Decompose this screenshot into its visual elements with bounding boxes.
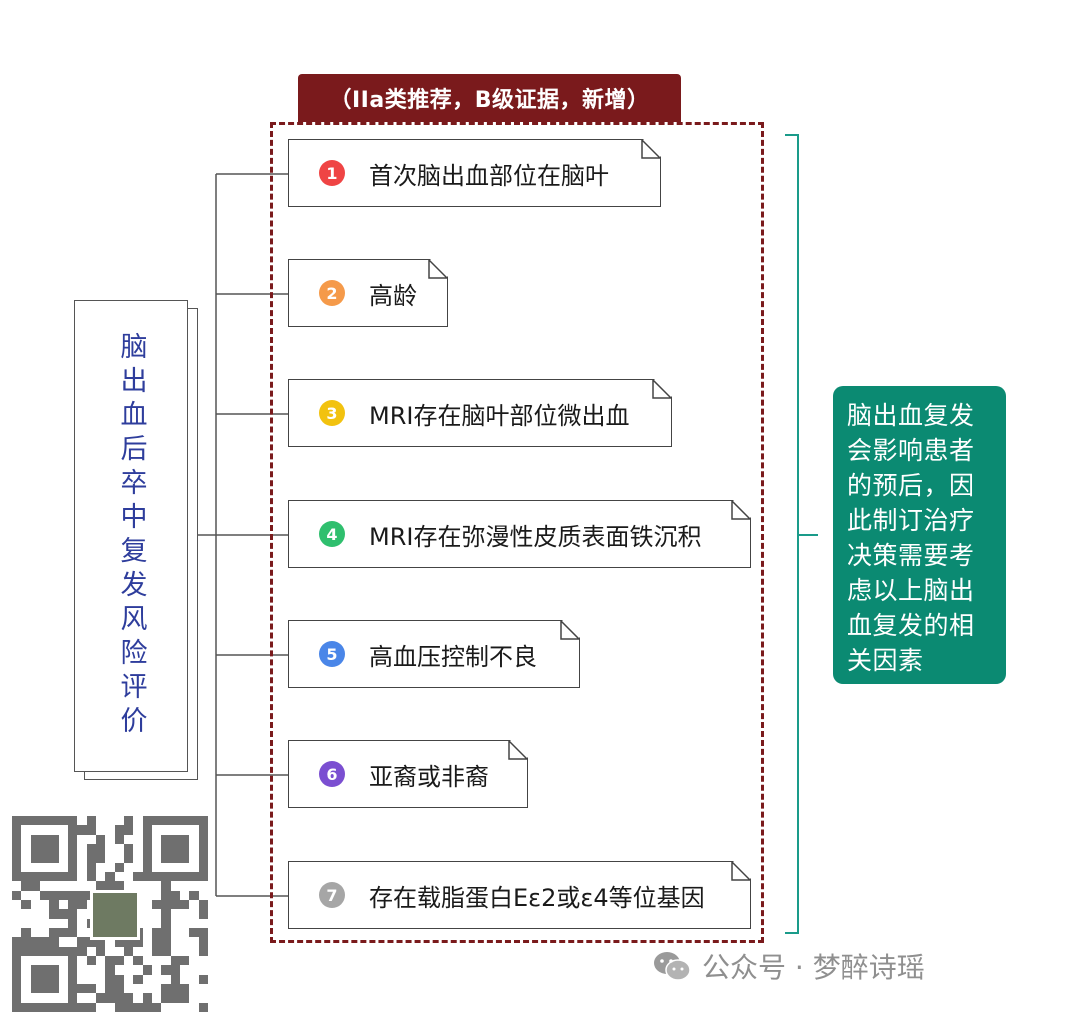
factor-label: 首次脑出血部位在脑叶 (369, 161, 609, 190)
number-badge: 6 (319, 761, 345, 787)
number-badge: 2 (319, 280, 345, 306)
wechat-icon (654, 952, 691, 981)
number-badge: 3 (319, 400, 345, 426)
factor-group-frame (270, 122, 764, 943)
factor-box-5: 5 高血压控制不良 (288, 620, 580, 688)
factor-label: 存在载脂蛋白Eε2或ε4等位基因 (369, 883, 705, 912)
bracket-tick (798, 534, 818, 536)
factor-label: 高龄 (369, 281, 417, 310)
factor-label: MRI存在弥漫性皮质表面铁沉积 (369, 522, 702, 551)
factor-box-3: 3 MRI存在脑叶部位微出血 (288, 379, 672, 447)
number-badge: 7 (319, 882, 345, 908)
number-badge: 5 (319, 641, 345, 667)
factor-label: MRI存在脑叶部位微出血 (369, 401, 630, 430)
factor-box-1: 1 首次脑出血部位在脑叶 (288, 139, 661, 207)
factor-label: 亚裔或非裔 (369, 762, 489, 791)
page-fold-icon (641, 139, 661, 159)
page-fold-icon (731, 500, 751, 520)
qr-logo-icon (90, 890, 140, 940)
recommendation-header: （IIa类推荐，B级证据，新增） (298, 74, 681, 122)
page-fold-icon (652, 379, 672, 399)
group-bracket (785, 134, 799, 934)
page-fold-icon (731, 861, 751, 881)
factor-box-7: 7 存在载脂蛋白Eε2或ε4等位基因 (288, 861, 751, 929)
note-box: 脑出血复发会影响患者的预后，因此制订治疗决策需要考虑以上脑出血复发的相关因素 (833, 386, 1006, 684)
factor-box-6: 6 亚裔或非裔 (288, 740, 528, 808)
factor-label: 高血压控制不良 (369, 642, 537, 671)
factor-box-2: 2 高龄 (288, 259, 448, 327)
page-fold-icon (428, 259, 448, 279)
number-badge: 1 (319, 160, 345, 186)
page-fold-icon (560, 620, 580, 640)
title-card: 脑出血后卒中复发风险评价 (74, 300, 188, 772)
number-badge: 4 (319, 521, 345, 547)
watermark-text: 公众号 · 梦醉诗瑶 (702, 951, 925, 984)
watermark: 公众号 · 梦醉诗瑶 (652, 946, 925, 986)
diagram-title: 脑出血后卒中复发风险评价 (115, 332, 147, 740)
factor-box-4: 4 MRI存在弥漫性皮质表面铁沉积 (288, 500, 751, 568)
page-fold-icon (508, 740, 528, 760)
